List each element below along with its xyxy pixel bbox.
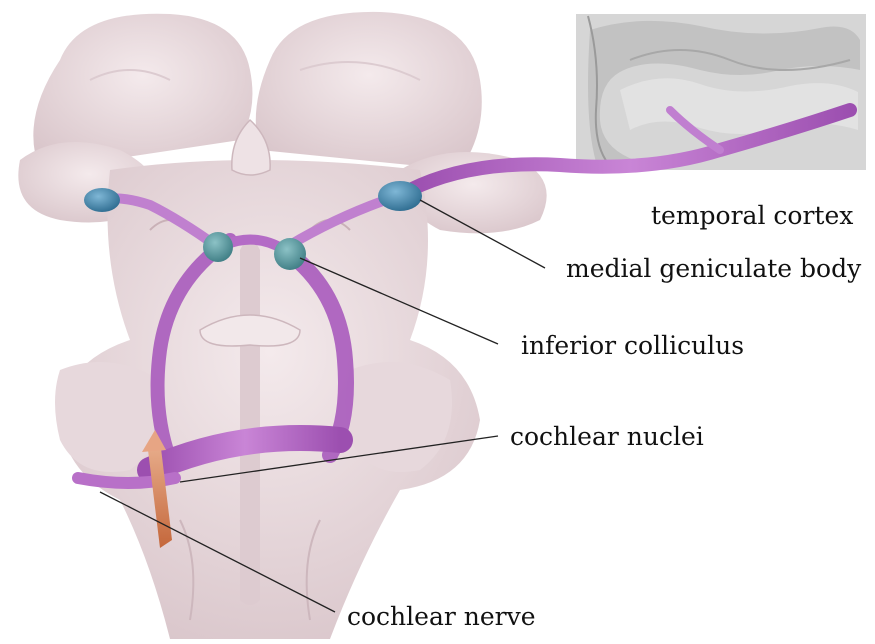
label-inferior-colliculus: inferior colliculus (521, 333, 744, 358)
brainstem (18, 12, 546, 639)
left-medial-geniculate-body (84, 188, 120, 212)
left-inferior-colliculus (203, 232, 233, 262)
label-temporal-cortex: temporal cortex (651, 203, 853, 228)
right-inferior-colliculus (274, 238, 306, 270)
label-cochlear-nuclei: cochlear nuclei (510, 424, 704, 449)
right-medial-geniculate-body (378, 181, 422, 211)
label-cochlear-nerve: cochlear nerve (347, 604, 536, 629)
label-medial-geniculate-body: medial geniculate body (566, 256, 861, 281)
